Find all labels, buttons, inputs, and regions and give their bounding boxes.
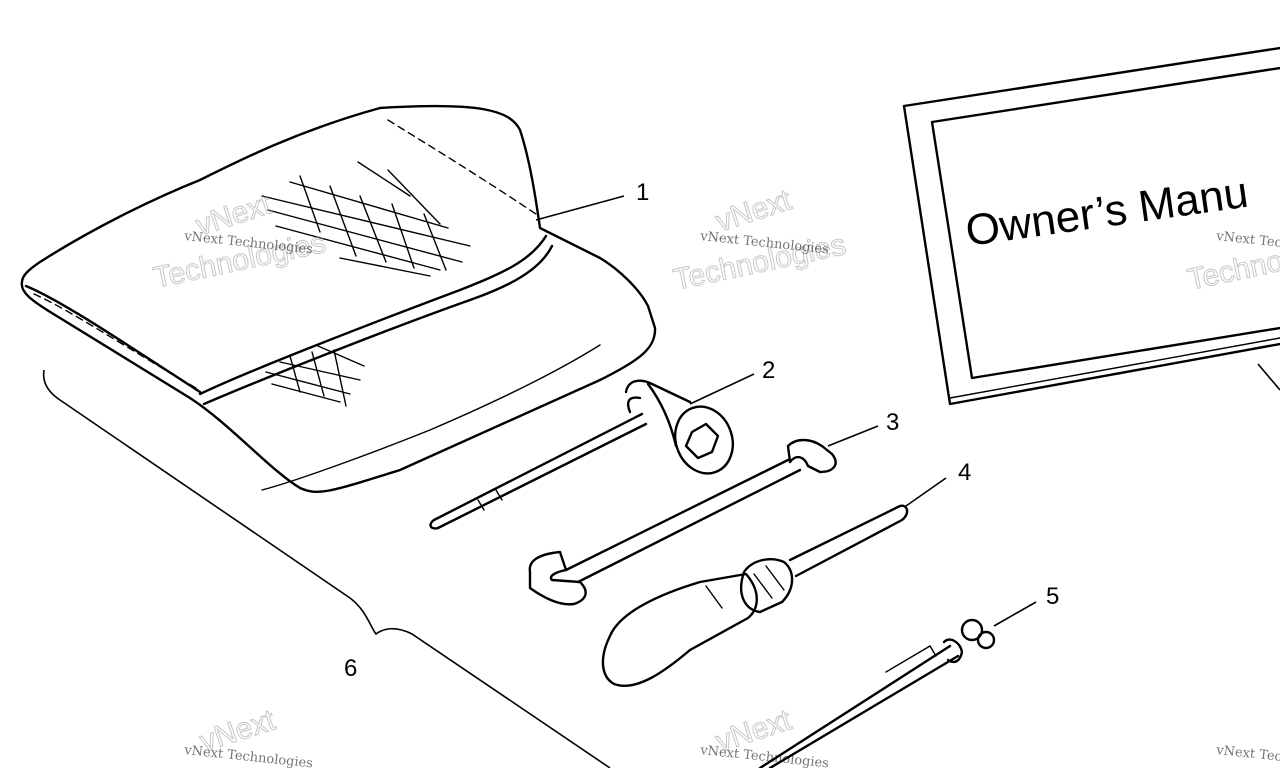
callout-2: 2	[762, 357, 775, 384]
svg-text:vNext Technologies: vNext Technologies	[1215, 743, 1280, 768]
svg-text:vNext Technologies: vNext Technologies	[183, 743, 314, 768]
spark-plug-tool	[758, 618, 996, 768]
callout-5: 5	[1046, 583, 1059, 610]
callout-1: 1	[636, 179, 649, 206]
svg-text:vNext Technologies: vNext Technologies	[699, 743, 830, 768]
tool-pouch	[20, 104, 657, 493]
svg-text:vNext: vNext	[712, 183, 796, 238]
owners-manual: Owner’s Manu	[902, 46, 1280, 406]
kit-bracket	[42, 369, 611, 768]
watermark-4: vNext vNext Technologies	[183, 703, 314, 768]
watermark-1: vNext Technologies vNext Technologies	[150, 187, 329, 295]
screwdriver	[601, 504, 909, 687]
callout-6: 6	[344, 655, 357, 682]
manual-title: Owner’s Manu	[963, 168, 1252, 256]
callout-3: 3	[886, 409, 899, 436]
open-end-wrench	[528, 438, 837, 606]
watermark-6: vNext Technologies	[1215, 743, 1280, 768]
socket-wrench	[429, 379, 734, 530]
callout-4: 4	[958, 459, 971, 486]
watermark-2: vNext Technologies vNext Technologies	[670, 183, 849, 297]
watermark-3: Technologies vNext Technologies	[1184, 228, 1280, 298]
leader-lines	[535, 195, 1037, 627]
